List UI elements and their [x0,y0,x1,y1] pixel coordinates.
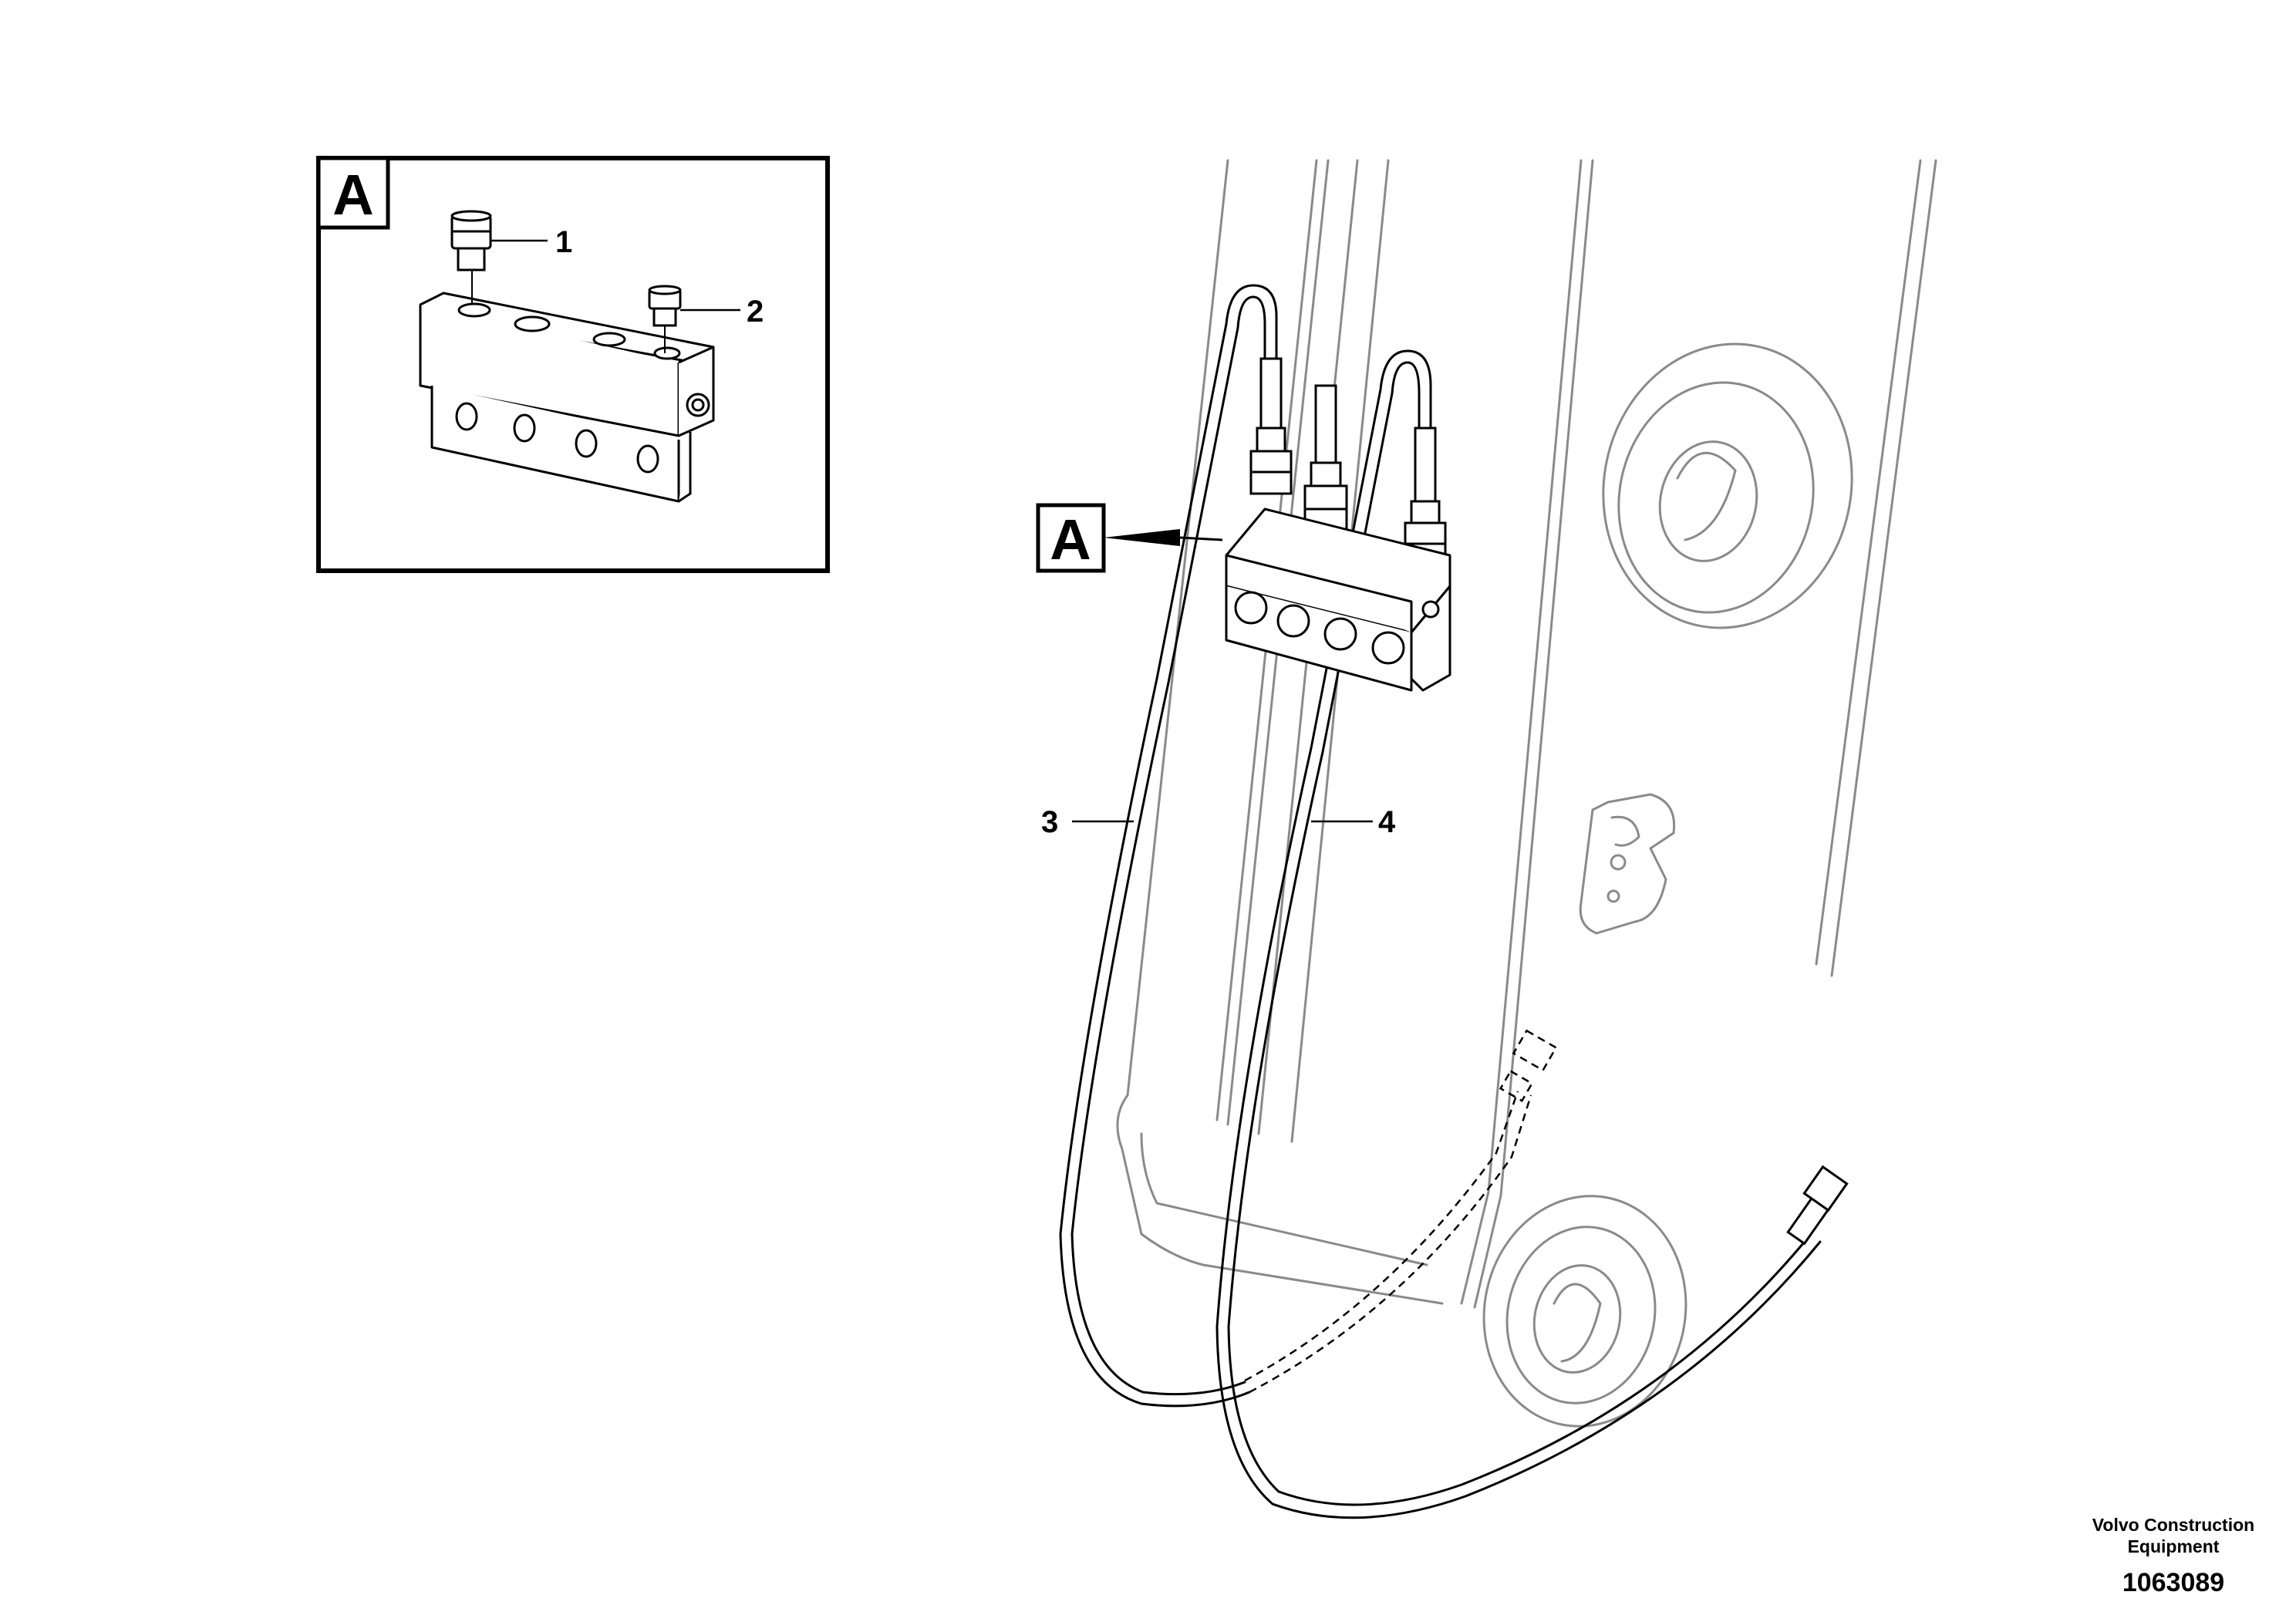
hose-3 [1059,284,1278,1408]
hose-routing-dashed [1244,1029,1558,1394]
callout-3: 3 [1041,805,1058,839]
plug-2 [648,285,682,353]
view-a-arrow [1104,529,1180,546]
detail-leaders [491,239,740,312]
view-a-pointer-box [1036,503,1106,573]
callout-1: 1 [555,225,572,259]
detail-view-a: A [316,156,830,573]
plug-1 [450,210,492,305]
hose-4 [1215,349,1822,1519]
view-a-pointer-letter: A [1050,508,1091,572]
detail-view-letter: A [332,163,373,227]
manifold-block-detail [419,292,715,503]
footer-drawing-number: 1063089 [2122,1568,2224,1597]
boom-arm [1116,159,1937,1428]
footer-company-line2: Equipment [2128,1536,2220,1556]
view-a-pointer: A [1036,503,1223,573]
detail-view-frame [316,156,830,573]
footer: Volvo Construction Equipment 1063089 [2092,1515,2254,1597]
callout-2: 2 [747,295,764,329]
callout-4: 4 [1378,805,1396,839]
footer-company-line1: Volvo Construction [2092,1515,2254,1535]
manifold-block-assembled [1225,508,1451,692]
detail-view-letter-box [316,156,390,230]
hose-end-fittings [1249,357,1849,1246]
